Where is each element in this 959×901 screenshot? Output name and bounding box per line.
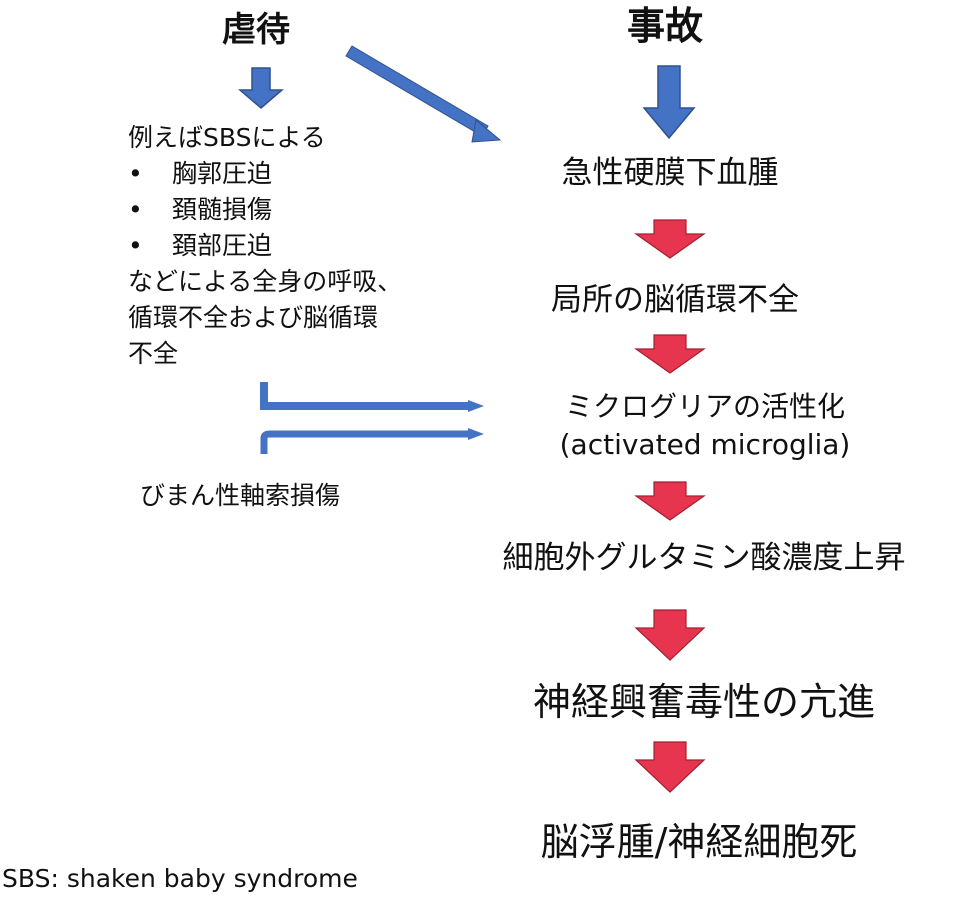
step-local-cerebral-circulatory-failure: 局所の脳循環不全: [551, 282, 799, 318]
red-arrow-3: [634, 481, 706, 521]
step-extracellular-glutamate-rise: 細胞外グルタミン酸濃度上昇: [502, 540, 906, 576]
list-item: 頚髄損傷: [128, 192, 402, 228]
dai-to-microglia-arrow-lower: [260, 428, 484, 454]
red-arrow-5: [634, 741, 706, 793]
list-item: 胸郭圧迫: [128, 156, 402, 192]
mechanism-list: 胸郭圧迫 頚髄損傷 頚部圧迫: [128, 156, 402, 264]
left-explanation-block: 例えばSBSによる 胸郭圧迫 頚髄損傷 頚部圧迫 などによる全身の呼吸、 循環不…: [128, 120, 402, 372]
step-microglia-activation: ミクログリアの活性化 (activated microglia): [490, 388, 920, 464]
left-line-3: 不全: [128, 339, 179, 368]
step-excitotoxicity: 神経興奮毒性の亢進: [532, 680, 875, 724]
left-line-2: 循環不全および脳循環: [128, 303, 379, 332]
red-arrow-1: [634, 219, 706, 259]
abuse-down-arrow: [237, 67, 285, 109]
left-intro: 例えばSBSによる: [128, 123, 326, 152]
microglia-label-en: (activated microglia): [559, 428, 851, 461]
microglia-label-jp: ミクログリアの活性化: [564, 390, 845, 423]
step-acute-subdural-hematoma: 急性硬膜下血腫: [561, 155, 779, 191]
list-item: 頚部圧迫: [128, 228, 402, 264]
diffuse-axonal-injury-label: びまん性軸索損傷: [140, 481, 341, 510]
heading-accident: 事故: [627, 4, 704, 48]
red-arrow-2: [634, 334, 706, 374]
step-brain-edema-neuronal-death: 脳浮腫/神経細胞死: [540, 820, 858, 864]
accident-down-arrow: [642, 65, 696, 140]
left-to-microglia-arrow-upper: [260, 382, 484, 412]
heading-abuse: 虐待: [222, 10, 290, 50]
left-line-1: などによる全身の呼吸、: [128, 267, 403, 296]
footnote-abbreviation: SBS: shaken baby syndrome: [2, 864, 358, 893]
abuse-diagonal-arrow: [345, 45, 502, 143]
red-arrow-4: [634, 609, 706, 661]
